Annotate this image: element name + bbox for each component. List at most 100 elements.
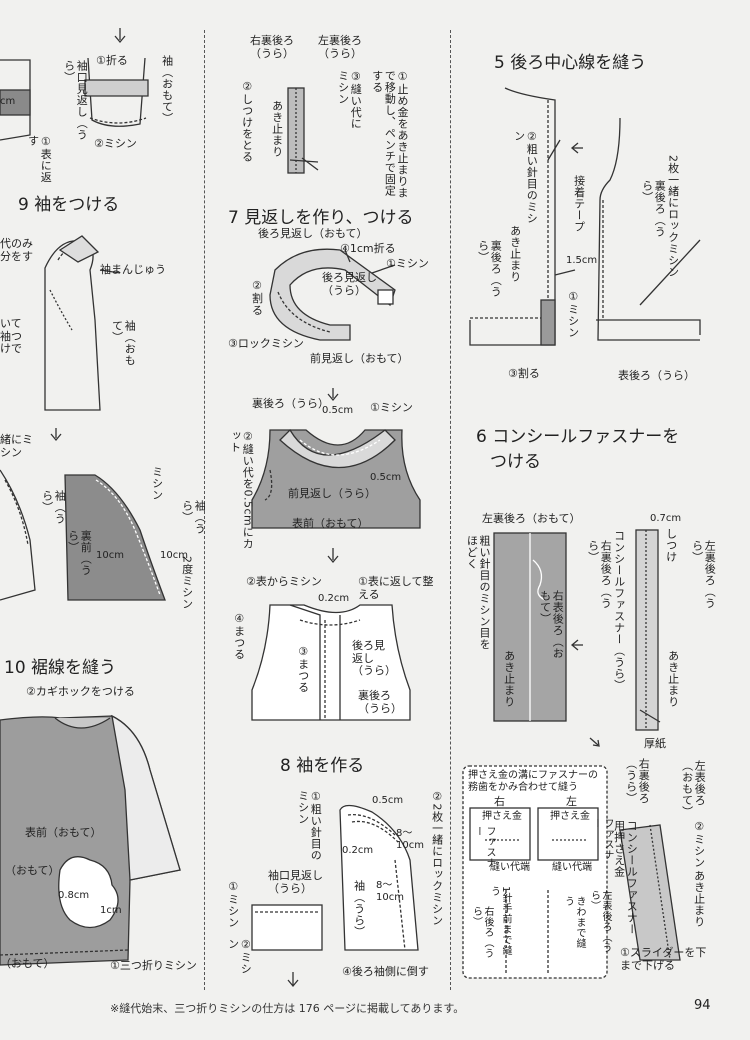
sleeve-head-label: 袖まんじゅう [100, 263, 166, 276]
back-inner-label-5: 裏後ろ（うら） [640, 180, 667, 238]
cm02-label: 0.2cm [318, 593, 350, 604]
overlock-label-5: 2枚一緒にロックミシン [666, 155, 680, 278]
fold-1cm-label: ④1cm折る [340, 242, 396, 255]
sleeve-front-label: 袖（おもて） [160, 55, 174, 124]
split-label: ②割る [252, 279, 263, 318]
sleeve-back-label-2: 袖（うら） [180, 500, 207, 535]
hook-label: ②カギホックをつける [26, 685, 135, 698]
front-facing-back-label: 前見返し（うら） [288, 487, 376, 500]
sleeve-back-label-8: 袖（うら） [352, 880, 366, 938]
machine1-label-8: ①ミシン [226, 880, 240, 928]
fold-label: ①折る [96, 54, 128, 67]
sleeve-front-label-2: 袖（おもて） [110, 320, 137, 366]
overlock-label-8: ②2枚一緒にロックミシン [430, 790, 444, 926]
step9-text-b: いて袖つけで [0, 317, 22, 356]
open-stop-label-6c: あき止まり [692, 870, 706, 928]
remove-basting-label: ②しつけをとる [240, 80, 254, 163]
coarse-stitch-label-5: ②粗い針目のミシン [512, 130, 539, 224]
back-facing-label: 後ろ見返し（おもて） [258, 227, 368, 240]
overlock-label: ③ロックミシン [228, 337, 304, 350]
sew-until-label: きわまで縫う [562, 896, 586, 949]
trim-label: ②縫い代を0.5cmにカット [228, 430, 255, 550]
left-front2-label: 左表後ろ（おもて） [680, 760, 707, 818]
step6-title-line2: つける [490, 452, 541, 472]
back-inner-label: 裏後ろ（うら） [252, 397, 329, 410]
sew-before-label: 1針手前まで縫う [488, 886, 512, 956]
right-front-label: 右裏後ろ（うら） [624, 758, 651, 804]
cm02-label-8: 0.2cm [342, 845, 374, 856]
step5-title: 5 後ろ中心線を縫う [494, 53, 647, 73]
back-facing-back-label-7c: 後ろ見返し（うら） [352, 639, 396, 678]
catch-label-b: ③まつる [296, 645, 310, 693]
back-facing-back-label: 後ろ見返し（うら） [322, 271, 377, 297]
cm08-label: 0.8cm [58, 890, 90, 901]
zip-presser-label: コンシールファスナー用押さえ金 [612, 820, 639, 935]
machine-label-7: ①ミシン [386, 257, 429, 270]
turn-out-label: ①表に返す [26, 135, 53, 183]
right-back-label: 右裏後ろ（うら） [250, 34, 294, 60]
cm07-label: 0.7cm [650, 513, 682, 524]
outer-back-label: 表後ろ（うら） [618, 369, 695, 382]
machine-label-6b: ②ミシン [692, 820, 706, 868]
open-stop-label-6: あき止まり [502, 650, 516, 708]
box-right-label: 右 [494, 795, 505, 808]
front-facing-label: 前見返し（おもて） [310, 352, 409, 365]
zipper-back-label: コンシールファスナー（うら） [612, 530, 626, 691]
back-inner-label-7c: 裏後ろ（うら） [358, 689, 402, 715]
catch-label-a: ④まつる [232, 612, 246, 660]
step9-title: 9 袖をつける [18, 195, 120, 215]
machine-label-2: ミシン [150, 466, 164, 501]
fusible-tape-label: 接着テープ [572, 175, 586, 233]
front-label: 表前（おもて） [25, 826, 102, 839]
turn-label: ①表に返して整える [358, 575, 434, 601]
box-left-label: 左 [566, 795, 577, 808]
left-back-front-label: 左裏後ろ（おもて） [482, 512, 581, 525]
right-back-back-label: 右裏後ろ（うら） [586, 540, 613, 609]
left-back-label: 左裏後ろ（うら） [318, 34, 362, 60]
cardboard-label: 厚紙 [644, 737, 666, 750]
cm810-a-label: 8〜10cm [396, 828, 424, 851]
cm-label: cm [0, 96, 16, 107]
machine-label: ②ミシン [94, 137, 137, 150]
coarse-stitch-label: ①粗い針目のミシン [296, 790, 323, 861]
footnote: ※縫代始末、三つ折りミシンの仕方は 176 ページに掲載してあります。 [110, 1002, 465, 1015]
step8-title: 8 袖を作る [280, 756, 365, 776]
cm15-label: 1.5cm [566, 255, 598, 266]
sleeve-back-label: 袖（うら） [40, 490, 67, 525]
column-divider-right [450, 30, 451, 990]
seam-b-label: 縫い代端 [552, 862, 592, 873]
step10-title: 10 裾線を縫う [4, 658, 117, 678]
step7-title: 7 見返しを作り、つける [228, 208, 414, 228]
presser-b-label: 押さえ金 [550, 811, 590, 822]
left-back-label-box: 左表後ろ（うら） [588, 890, 612, 953]
split-label-5: ③割る [508, 367, 540, 380]
machine-label-5: ①ミシン [566, 290, 580, 338]
from-front-label: ②表からミシン [246, 575, 322, 588]
zip-a-label: ファスナー [472, 826, 496, 868]
cm05-a-label: 0.5cm [322, 405, 354, 416]
cm1-label: 1cm [100, 905, 122, 916]
twice-machine-label: 2度ミシン [180, 556, 194, 610]
stopper-label: ①止め金をあき止まりまで移動し、ペンチで固定する [370, 70, 409, 199]
front-sub-label: （おもて） [5, 864, 60, 877]
front-sub-label-2: （おもて） [0, 957, 55, 970]
page-number: 94 [694, 998, 711, 1013]
machine2-label-8: ②ミシン [226, 938, 253, 975]
cm810-b-label: 8〜10cm [376, 880, 404, 903]
cuff-facing-label-8: 袖口見返し（うら） [268, 869, 323, 895]
open-stop-label: あき止まり [270, 100, 284, 158]
together-machine-label: 緒にミシン [0, 433, 33, 459]
step6-title-line1: 6 コンシールファスナーを [476, 427, 680, 447]
back-back-label-5: 裏後ろ（うら） [476, 240, 503, 298]
fold-back-label: ④後ろ袖側に倒す [342, 965, 429, 978]
back-front-label: 裏前（うら） [66, 530, 93, 576]
zip-b-label: ファスナー [590, 818, 614, 860]
open-stop-label-5: あき止まり [508, 225, 522, 283]
step9-text-a: 代のみ分をす [0, 237, 33, 263]
left-back-back-label: 左裏後ろ（うら） [690, 540, 717, 609]
machine-label-7b: ①ミシン [370, 401, 413, 414]
triple-fold-label: ①三つ折りミシン [110, 959, 197, 972]
seam-a-label: 縫い代端 [490, 862, 530, 873]
column-divider-left [204, 30, 205, 990]
